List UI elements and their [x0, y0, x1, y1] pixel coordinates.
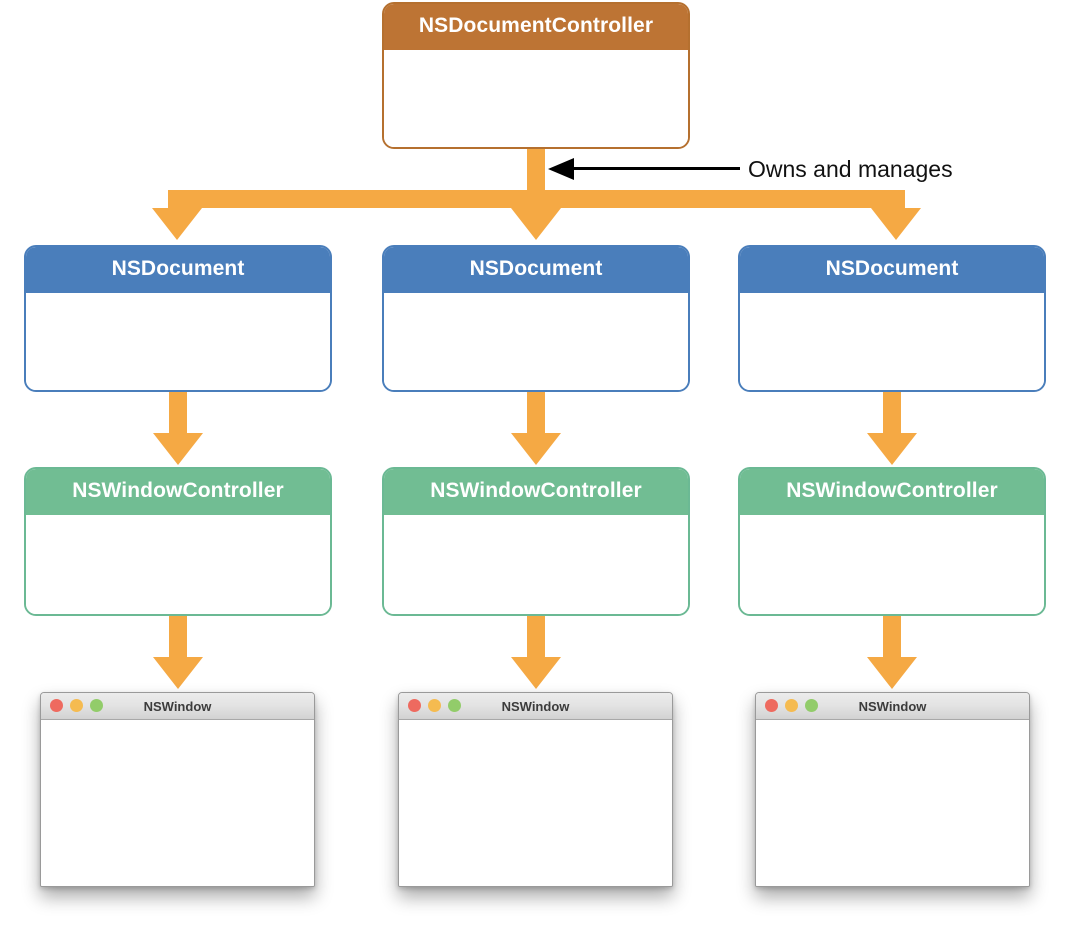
nswindow-titlebar-1[interactable]: NSWindow	[41, 693, 314, 720]
arrow-head-wincontroller-to-window-2	[511, 657, 561, 689]
arrow-head-controller-to-document-1	[152, 208, 202, 240]
nswindowcontroller-body-3	[740, 515, 1044, 614]
arrow-head-controller-to-document-2	[511, 208, 561, 240]
arrow-head-wincontroller-to-window-3	[867, 657, 917, 689]
minimize-button-icon[interactable]	[70, 699, 83, 712]
nsdocument-body-1	[26, 293, 330, 390]
arrow-shaft-wincontroller-to-window-3	[883, 616, 901, 660]
arrow-shaft-document-to-wincontroller-1	[169, 392, 187, 435]
nsdocument-box-2[interactable]: NSDocument	[382, 245, 690, 392]
connector-shaft-col2	[527, 190, 545, 212]
nsdocumentcontroller-body	[384, 50, 688, 147]
nswindowcontroller-header-label-1: NSWindowController	[26, 469, 330, 515]
nsdocument-body-2	[384, 293, 688, 390]
maximize-button-icon[interactable]	[90, 699, 103, 712]
nsdocument-header-label-1: NSDocument	[26, 247, 330, 293]
nswindow-traffic-lights-1	[50, 699, 103, 712]
nswindow-content-3	[756, 720, 1029, 886]
arrow-head-document-to-wincontroller-3	[867, 433, 917, 465]
nswindowcontroller-header-label-2: NSWindowController	[384, 469, 688, 515]
annotation-arrow-head-icon	[548, 158, 574, 180]
arrow-head-wincontroller-to-window-1	[153, 657, 203, 689]
nsdocumentcontroller-box[interactable]: NSDocumentController	[382, 2, 690, 149]
arrow-shaft-document-to-wincontroller-2	[527, 392, 545, 435]
nswindow-titlebar-2[interactable]: NSWindow	[399, 693, 672, 720]
nswindow-title-label-2: NSWindow	[501, 699, 570, 714]
connector-shaft-col1	[168, 190, 186, 212]
annotation-line	[565, 167, 740, 170]
arrow-shaft-document-to-wincontroller-3	[883, 392, 901, 435]
arrow-head-document-to-wincontroller-2	[511, 433, 561, 465]
nswindowcontroller-box-2[interactable]: NSWindowController	[382, 467, 690, 616]
nswindow-title-label-3: NSWindow	[858, 699, 927, 714]
nsdocument-box-1[interactable]: NSDocument	[24, 245, 332, 392]
nsdocument-header-label-3: NSDocument	[740, 247, 1044, 293]
nswindow-1[interactable]: NSWindow	[40, 692, 315, 887]
nswindow-traffic-lights-3	[765, 699, 818, 712]
nswindow-content-2	[399, 720, 672, 886]
close-button-icon[interactable]	[408, 699, 421, 712]
arrow-head-document-to-wincontroller-1	[153, 433, 203, 465]
maximize-button-icon[interactable]	[448, 699, 461, 712]
nswindowcontroller-body-2	[384, 515, 688, 614]
annotation-label: Owns and manages	[748, 156, 953, 182]
maximize-button-icon[interactable]	[805, 699, 818, 712]
close-button-icon[interactable]	[765, 699, 778, 712]
nswindow-traffic-lights-2	[408, 699, 461, 712]
nswindow-title-label-1: NSWindow	[143, 699, 212, 714]
nsdocumentcontroller-header-label: NSDocumentController	[384, 4, 688, 50]
minimize-button-icon[interactable]	[428, 699, 441, 712]
nsdocument-box-3[interactable]: NSDocument	[738, 245, 1046, 392]
nswindowcontroller-body-1	[26, 515, 330, 614]
nswindow-titlebar-3[interactable]: NSWindow	[756, 693, 1029, 720]
minimize-button-icon[interactable]	[785, 699, 798, 712]
nswindow-content-1	[41, 720, 314, 886]
nswindow-2[interactable]: NSWindow	[398, 692, 673, 887]
nswindow-3[interactable]: NSWindow	[755, 692, 1030, 887]
nswindowcontroller-header-label-3: NSWindowController	[740, 469, 1044, 515]
arrow-head-controller-to-document-3	[871, 208, 921, 240]
arrow-shaft-wincontroller-to-window-1	[169, 616, 187, 660]
nswindowcontroller-box-3[interactable]: NSWindowController	[738, 467, 1046, 616]
connector-shaft-col3	[887, 190, 905, 212]
nsdocument-header-label-2: NSDocument	[384, 247, 688, 293]
arrow-shaft-wincontroller-to-window-2	[527, 616, 545, 660]
close-button-icon[interactable]	[50, 699, 63, 712]
nswindowcontroller-box-1[interactable]: NSWindowController	[24, 467, 332, 616]
nsdocument-body-3	[740, 293, 1044, 390]
